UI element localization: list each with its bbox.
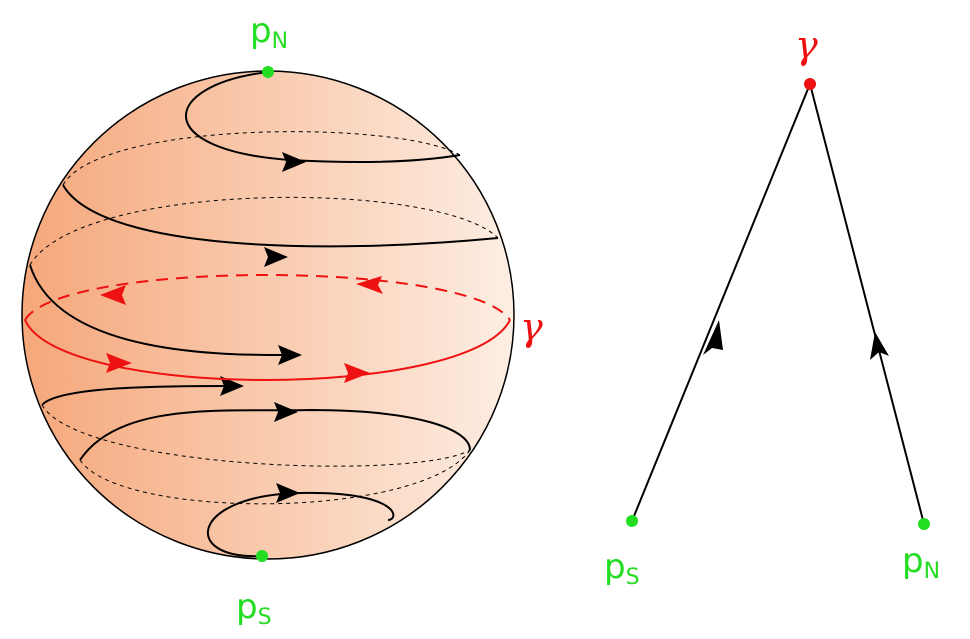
edge-north-to-gamma xyxy=(809,83,925,525)
north-pole-label: pN xyxy=(250,11,288,54)
graph-arrow-right xyxy=(870,332,889,360)
north-node xyxy=(918,518,930,530)
south-node xyxy=(626,515,638,527)
orbit-gamma xyxy=(24,274,511,381)
arrow-1 xyxy=(282,152,306,172)
back-latitudes xyxy=(29,131,499,505)
gamma-node xyxy=(804,78,816,90)
orbit-label: γ xyxy=(520,305,543,349)
flow-line-south-1 xyxy=(207,491,395,558)
flow-line-south-2 xyxy=(79,408,471,461)
south-pole-label: pS xyxy=(236,587,272,630)
gamma-node-label: γ xyxy=(795,23,818,67)
flow-arrows xyxy=(220,152,306,503)
sphere xyxy=(21,70,515,560)
sphere-diagram: pN pS γ xyxy=(21,11,543,630)
edge-south-to-gamma xyxy=(631,83,811,522)
orbit-arrow-front-1 xyxy=(106,353,132,373)
north-pole-point xyxy=(262,66,274,78)
flow-line-north-2 xyxy=(62,184,499,248)
graph-edges xyxy=(631,83,925,525)
flow-line-north-3 xyxy=(29,264,301,357)
arrow-3 xyxy=(278,345,302,365)
south-node-label: pS xyxy=(604,547,640,590)
orbit-arrow-back-2 xyxy=(356,276,383,294)
orbit-back xyxy=(24,274,511,321)
arrow-2 xyxy=(264,247,288,267)
south-pole-point xyxy=(256,550,268,562)
graph-arrow-left xyxy=(703,320,723,355)
flow-line-south-3 xyxy=(41,384,241,406)
arrow-4 xyxy=(220,376,244,396)
orbit-arrow-front-2 xyxy=(344,363,370,383)
flow-lines xyxy=(29,71,499,558)
graph-arrows xyxy=(703,320,889,360)
arrow-6 xyxy=(276,483,300,503)
graph-diagram: γ pS pN xyxy=(604,23,940,590)
orbit-front xyxy=(24,319,511,381)
arrow-5 xyxy=(274,402,298,422)
orbit-arrows xyxy=(100,276,383,383)
flow-line-north-1 xyxy=(185,71,461,164)
north-node-label: pN xyxy=(902,541,940,584)
orbit-arrow-back-1 xyxy=(100,285,126,305)
